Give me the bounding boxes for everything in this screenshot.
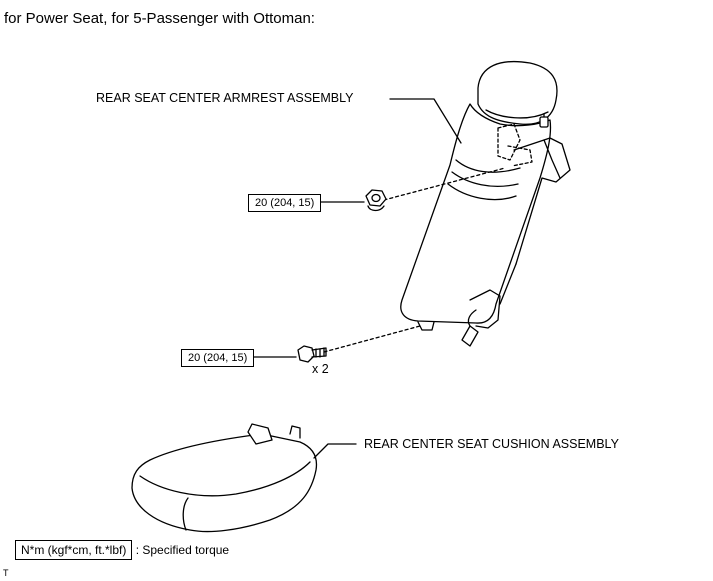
cushion-illustration — [131, 423, 357, 533]
armrest-illustration — [323, 60, 571, 353]
torque-spec-upper: 20 (204, 15) — [248, 194, 322, 212]
bolt-quantity: x 2 — [312, 362, 329, 376]
torque-legend: N*m (kgf*cm, ft.*lbf) : Specified torque — [15, 540, 229, 560]
page-title: for Power Seat, for 5-Passenger with Ott… — [4, 10, 315, 27]
legend-text: : Specified torque — [135, 543, 230, 557]
legend-unit-box: N*m (kgf*cm, ft.*lbf) — [15, 540, 133, 560]
armrest-assembly-label: REAR SEAT CENTER ARMREST ASSEMBLY — [96, 91, 354, 105]
flange-nut-icon — [365, 189, 387, 212]
cushion-assembly-label: REAR CENTER SEAT CUSHION ASSEMBLY — [364, 437, 619, 451]
torque-spec-lower: 20 (204, 15) — [181, 349, 255, 367]
corner-mark: T — [3, 568, 9, 578]
bolt-icon — [297, 345, 327, 363]
